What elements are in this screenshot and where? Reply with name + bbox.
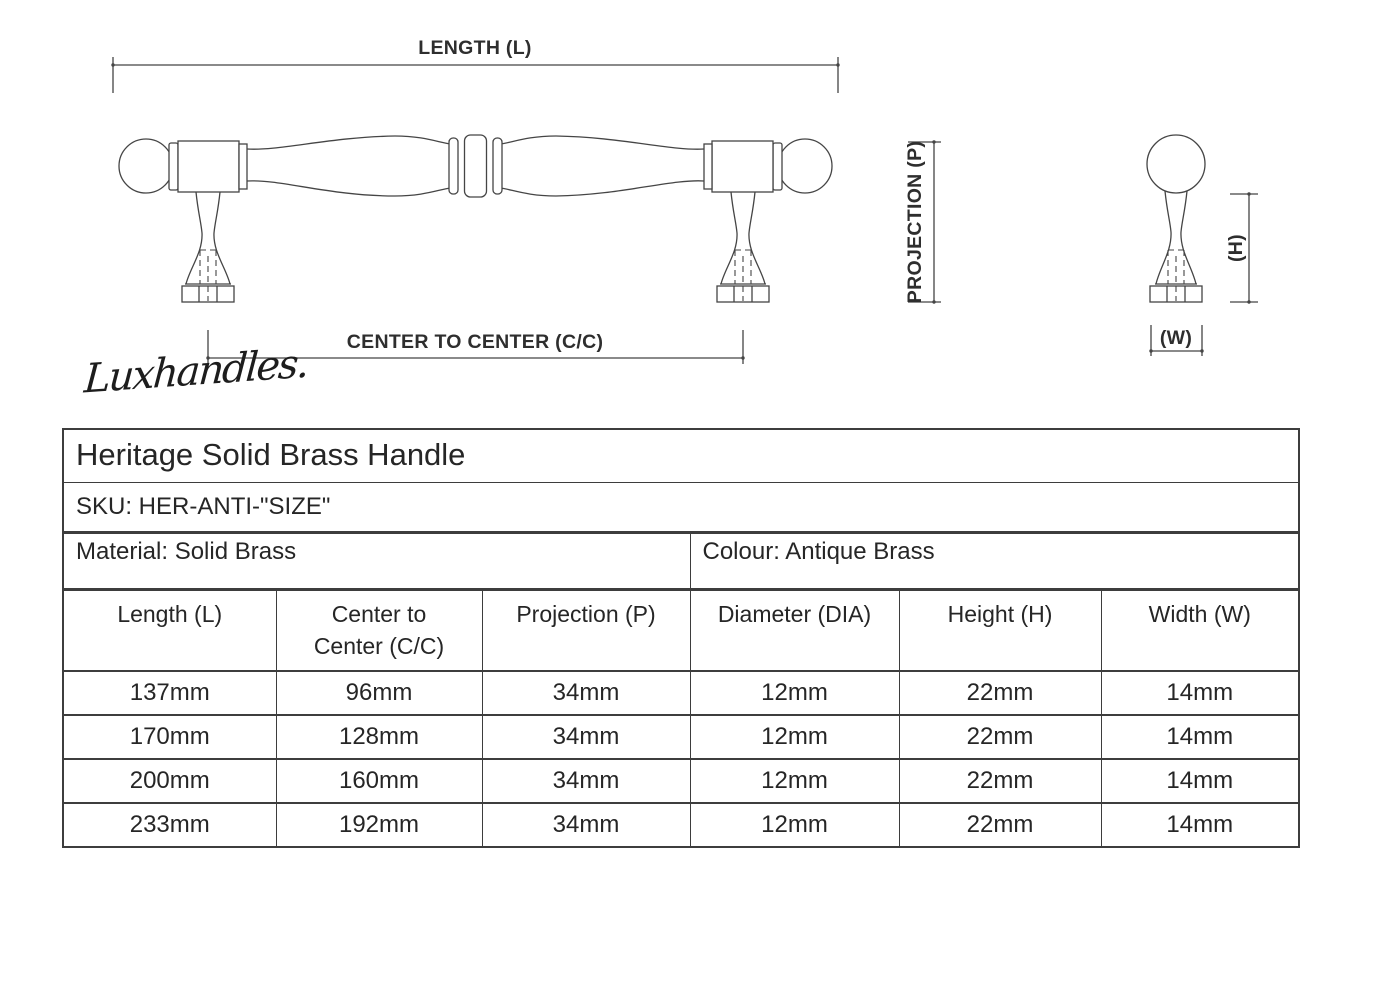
height-dimension-label: (H) (1225, 234, 1247, 262)
table-row: 200mm 160mm 34mm 12mm 22mm 14mm (63, 758, 1299, 803)
spec-cell: 96mm (275, 670, 482, 715)
col-header-height: Height (H) (898, 589, 1101, 672)
table-row: 137mm 96mm 34mm 12mm 22mm 14mm (63, 670, 1299, 715)
technical-drawing: LENGTH (L) (111, 37, 1258, 364)
spec-cell: 128mm (275, 714, 482, 759)
spec-cell: 34mm (481, 714, 690, 759)
spec-cell: 14mm (1100, 802, 1299, 847)
length-dimension: LENGTH (L) (111, 37, 840, 93)
product-sku: SKU: HER-ANTI-"SIZE" (63, 482, 1299, 534)
col-header-width: Width (W) (1100, 589, 1299, 672)
front-view-drawing: LENGTH (L) (111, 37, 840, 364)
col-header-projection: Projection (P) (481, 589, 690, 672)
spec-cell: 192mm (275, 802, 482, 847)
center-to-center-dimension: CENTER TO CENTER (C/C) (206, 330, 745, 364)
col-header-center-to-center: Center to Center (C/C) (275, 589, 482, 672)
projection-dimension: PROJECTION (P) (904, 140, 941, 304)
table-row: Material: Solid Brass Colour: Antique Br… (63, 532, 1299, 591)
spec-table: Heritage Solid Brass Handle SKU: HER-ANT… (62, 428, 1300, 848)
product-title: Heritage Solid Brass Handle (63, 429, 1299, 483)
spec-cell: 170mm (63, 714, 276, 759)
spec-cell: 22mm (898, 670, 1101, 715)
spec-cell: 200mm (63, 758, 276, 803)
spec-cell: 22mm (898, 802, 1101, 847)
table-row: Heritage Solid Brass Handle (63, 429, 1299, 483)
projection-dimension-label: PROJECTION (P) (904, 141, 926, 303)
table-header-row: Length (L) Center to Center (C/C) Projec… (63, 589, 1299, 672)
spec-cell: 12mm (689, 802, 899, 847)
spec-cell: 14mm (1100, 714, 1299, 759)
handle-ball-right (777, 138, 833, 194)
width-dimension-label: (W) (1160, 327, 1192, 349)
product-material: Material: Solid Brass (63, 532, 690, 591)
spec-cell: 160mm (275, 758, 482, 803)
center-to-center-dimension-label: CENTER TO CENTER (C/C) (347, 331, 604, 353)
handle-post-left (181, 191, 235, 303)
side-view-ball (1146, 134, 1206, 194)
table-row: 170mm 128mm 34mm 12mm 22mm 14mm (63, 714, 1299, 759)
spec-cell: 22mm (898, 714, 1101, 759)
spec-cell: 14mm (1100, 670, 1299, 715)
handle-front-outline (118, 134, 833, 198)
handle-post-right (716, 191, 770, 303)
spec-cell: 137mm (63, 670, 276, 715)
spec-cell: 34mm (481, 670, 690, 715)
spec-cell: 34mm (481, 758, 690, 803)
col-header-length: Length (L) (63, 589, 276, 672)
product-colour: Colour: Antique Brass (689, 532, 1299, 591)
spec-cell: 14mm (1100, 758, 1299, 803)
height-dimension: (H) (1225, 192, 1258, 304)
length-dimension-label: LENGTH (L) (418, 37, 531, 59)
spec-cell: 12mm (689, 714, 899, 759)
table-row: SKU: HER-ANTI-"SIZE" (63, 482, 1299, 534)
spec-cell: 233mm (63, 802, 276, 847)
spec-cell: 12mm (689, 758, 899, 803)
col-header-diameter: Diameter (DIA) (689, 589, 899, 672)
spec-cell: 12mm (689, 670, 899, 715)
handle-ball-left (118, 138, 174, 194)
width-dimension: (W) (1149, 325, 1204, 356)
table-row: 233mm 192mm 34mm 12mm 22mm 14mm (63, 802, 1299, 847)
side-view-drawing: (H) (W) (1146, 134, 1258, 356)
spec-cell: 22mm (898, 758, 1101, 803)
spec-cell: 34mm (481, 802, 690, 847)
